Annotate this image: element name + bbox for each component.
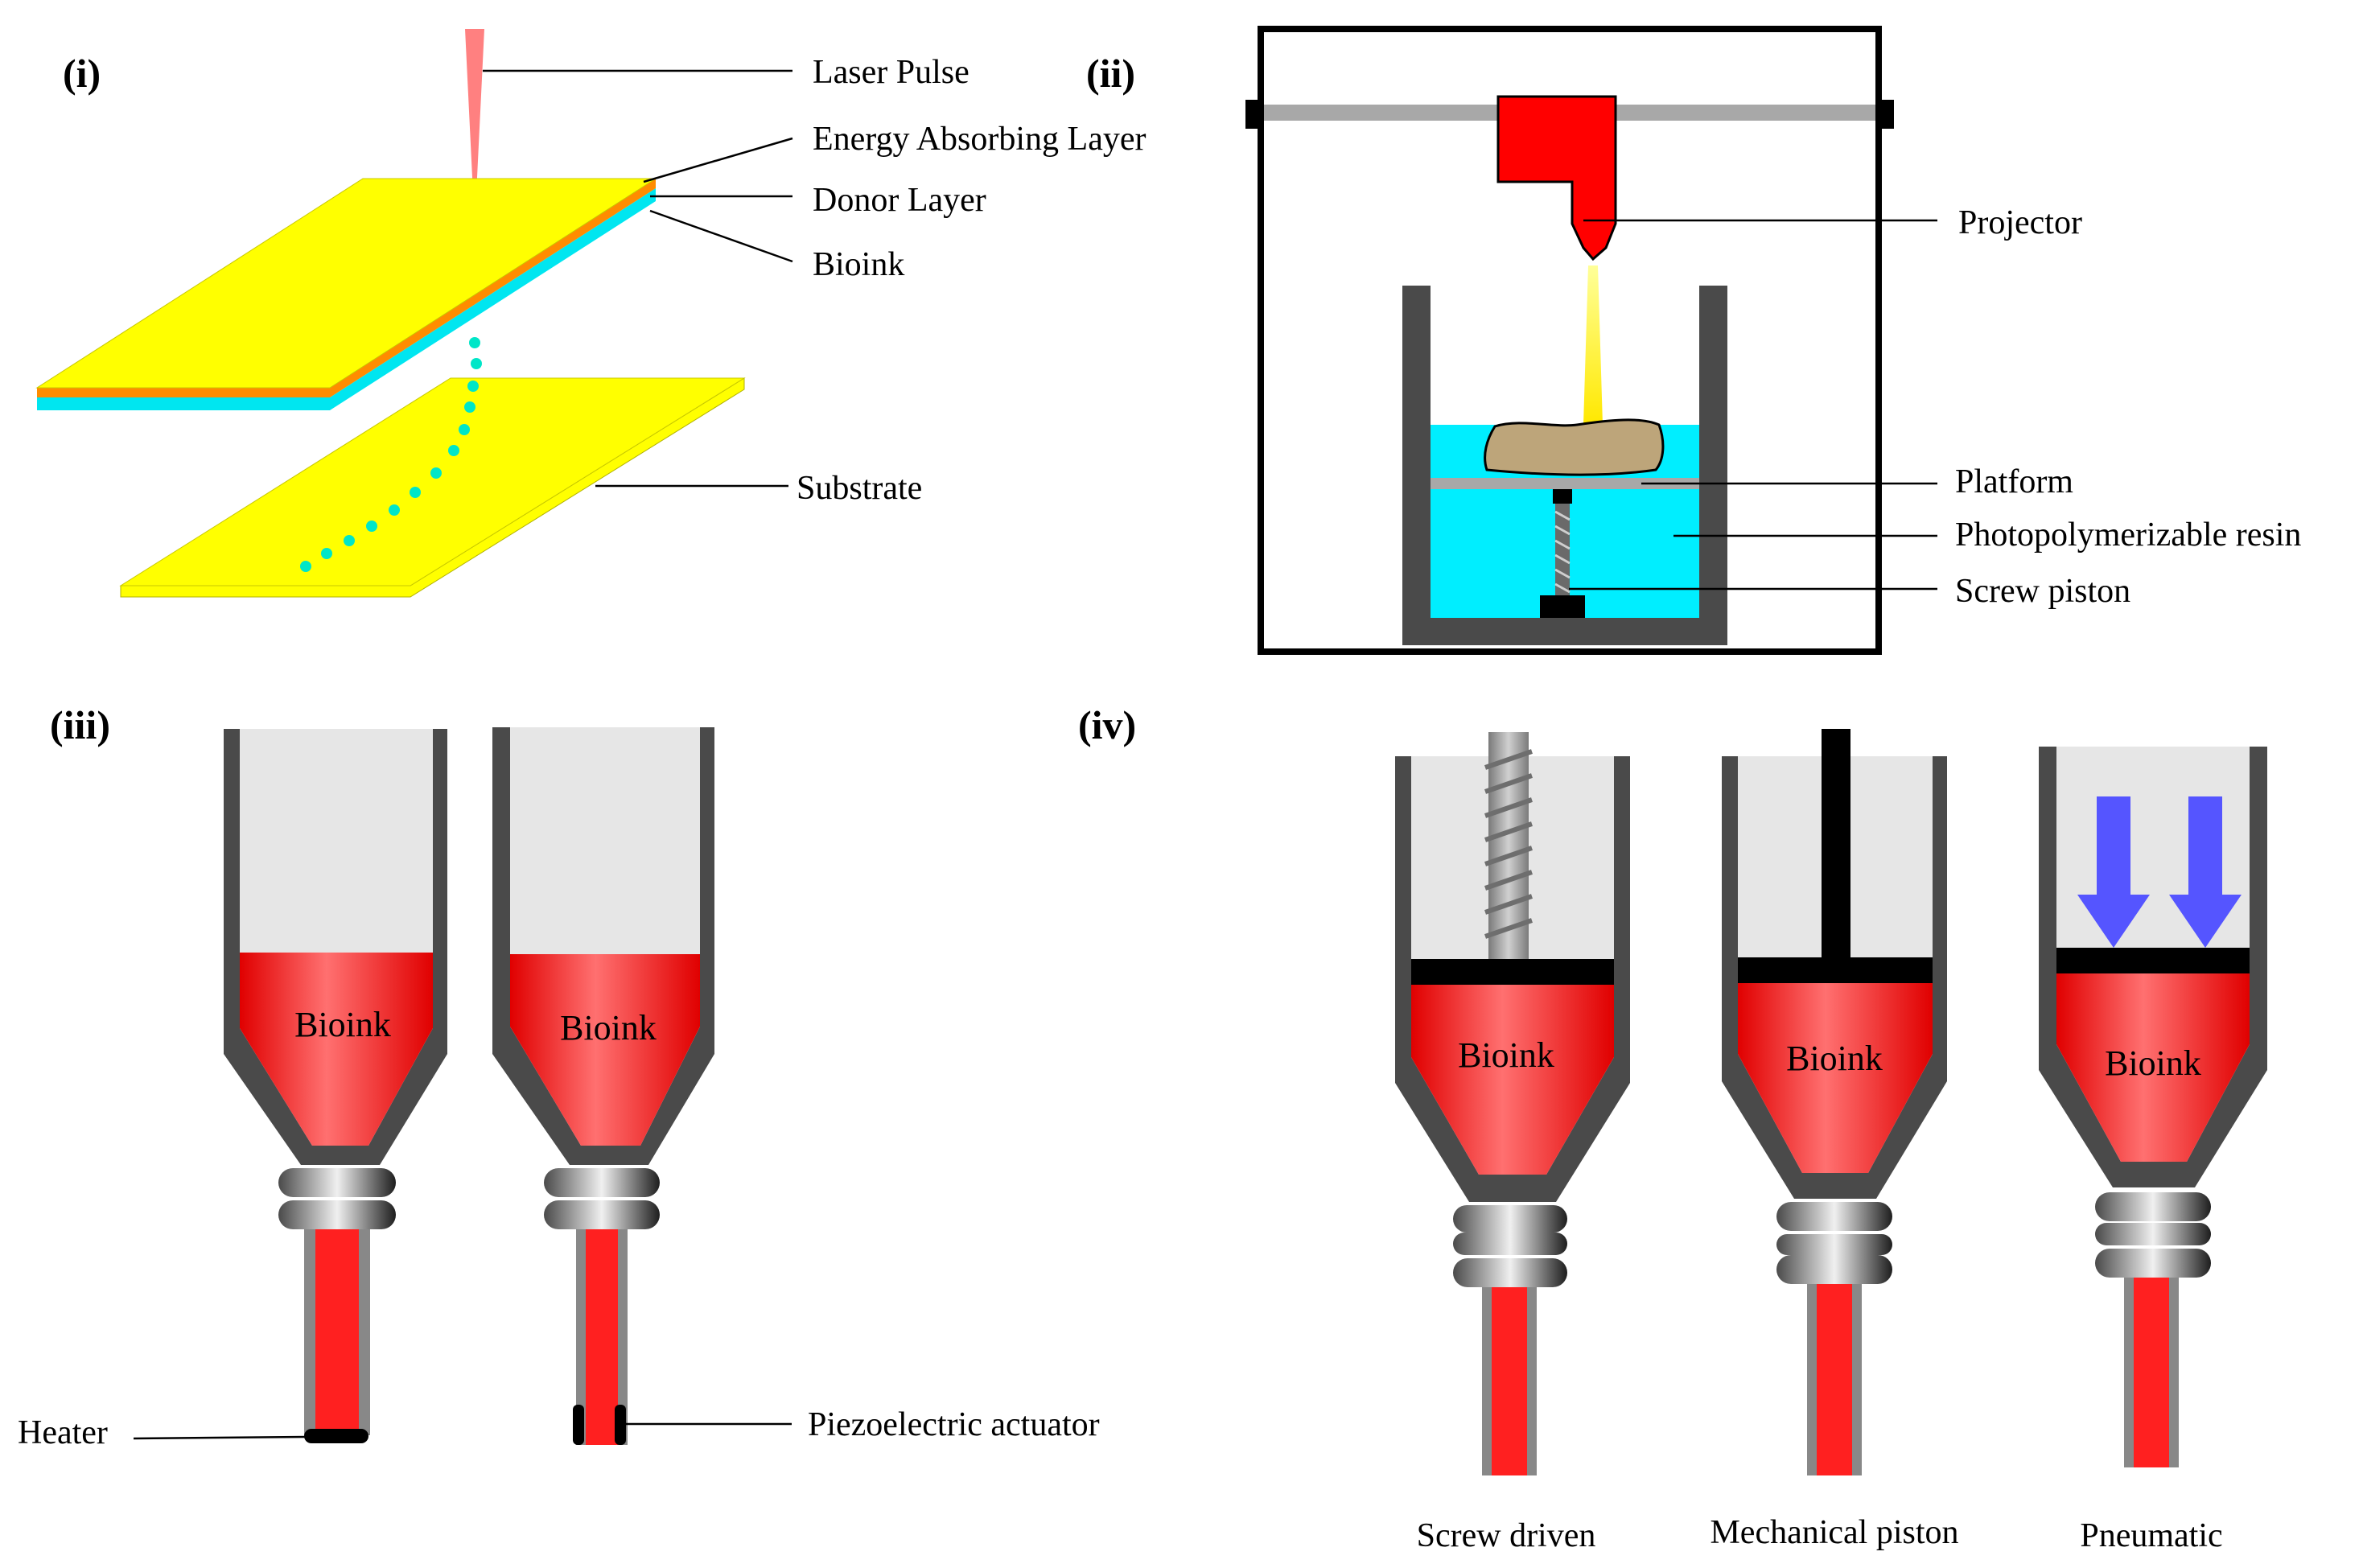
mechanical-piston-caption: Mechanical piston	[1710, 1514, 1958, 1551]
droplet	[366, 521, 377, 532]
thermal-inkjet-nozzle: Bioink	[224, 729, 447, 1443]
piezo-bioink-text: Bioink	[560, 1008, 657, 1047]
panel-i-label: (i)	[63, 51, 101, 96]
energy-absorbing-layer	[35, 178, 657, 389]
panel-iv: (iv) Bioink Screw	[1078, 702, 2267, 1554]
screw-piston-label: Screw piston	[1955, 573, 2130, 610]
platform	[1431, 478, 1699, 489]
resin-label: Photopolymerizable resin	[1955, 516, 2301, 554]
projector-beam	[1583, 265, 1603, 425]
heater	[304, 1429, 368, 1443]
droplet	[471, 358, 482, 369]
droplet	[448, 445, 459, 456]
leader-energy-layer	[643, 137, 793, 183]
droplet	[430, 467, 442, 479]
panel-ii: (ii)	[1086, 26, 2301, 655]
droplet	[321, 548, 332, 559]
panel-iii-label: (iii)	[50, 702, 110, 747]
droplet	[459, 424, 470, 435]
projector-label: Projector	[1958, 204, 2082, 241]
piston-plunger	[1738, 957, 1933, 983]
printer-frame	[1258, 26, 1882, 655]
pneumatic-bioink-text: Bioink	[2105, 1043, 2201, 1083]
screw-plunger	[1411, 959, 1614, 985]
droplet	[464, 401, 475, 413]
bioink-label: Bioink	[813, 246, 904, 283]
droplet	[344, 535, 355, 546]
piston-rod	[1822, 729, 1850, 957]
screw-piston-top	[1553, 489, 1572, 504]
mechanical-bioink-text: Bioink	[1786, 1039, 1883, 1078]
panel-iii: (iii) Bioink Heater Bioink	[18, 702, 1100, 1451]
droplet	[469, 337, 480, 348]
panel-i: (i)	[35, 29, 1146, 598]
panel-ii-label: (ii)	[1086, 51, 1135, 96]
droplet	[300, 561, 311, 572]
droplet	[389, 504, 400, 516]
heater-label: Heater	[18, 1414, 108, 1451]
platform-label: Platform	[1955, 463, 2073, 500]
energy-absorbing-layer-label: Energy Absorbing Layer	[813, 121, 1146, 158]
rail-clamp-left	[1245, 100, 1262, 129]
piezo-actuator-right	[615, 1405, 626, 1445]
panel-iv-label: (iv)	[1078, 702, 1136, 747]
substrate-top	[119, 377, 746, 586]
leader-bioink	[649, 209, 793, 263]
printed-object	[1484, 418, 1665, 476]
air-pressure-arrow-right	[2169, 796, 2242, 948]
pneumatic-caption: Pneumatic	[2080, 1517, 2222, 1554]
donor-layer-label: Donor Layer	[813, 182, 986, 219]
screw-piston-threads	[1554, 510, 1571, 594]
screw-bioink-text: Bioink	[1458, 1035, 1554, 1075]
droplet	[410, 487, 421, 498]
bioink-droplets	[300, 337, 482, 572]
substrate-label: Substrate	[797, 470, 922, 507]
pneumatic-extruder: Bioink	[2039, 747, 2267, 1467]
mechanical-piston-extruder: Bioink	[1722, 729, 1947, 1475]
piezo-inkjet-nozzle: Bioink	[492, 727, 714, 1445]
laser-pulse-beam	[465, 29, 484, 227]
laser-pulse-label: Laser Pulse	[813, 54, 969, 91]
rail-clamp-right	[1878, 100, 1894, 129]
screw-threads	[1484, 749, 1533, 939]
screw-shaft	[1488, 732, 1529, 959]
screw-piston-base	[1540, 595, 1585, 618]
screw-driven-caption: Screw driven	[1417, 1517, 1596, 1554]
piezo-actuator-left	[573, 1405, 584, 1445]
thermal-bioink-text: Bioink	[294, 1005, 391, 1044]
projector	[1496, 95, 1617, 261]
leader-heater	[133, 1435, 307, 1440]
pneumatic-plunger	[2056, 948, 2250, 973]
air-pressure-arrow-left	[2077, 796, 2150, 948]
piezo-label: Piezoelectric actuator	[808, 1406, 1100, 1443]
droplet	[467, 381, 479, 392]
screw-driven-extruder: Bioink	[1395, 732, 1630, 1475]
